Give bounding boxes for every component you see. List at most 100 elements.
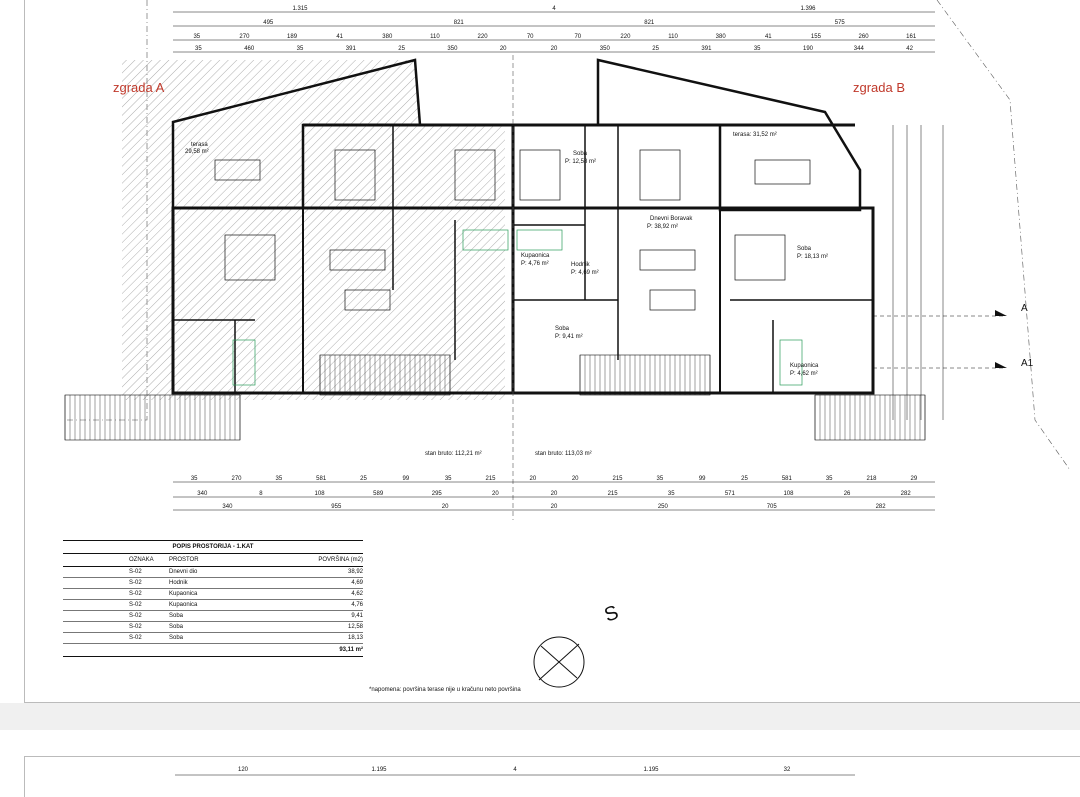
cell-oznaka: S-02 bbox=[129, 635, 142, 641]
top-dim3-10: 110 bbox=[668, 34, 678, 40]
top-dim3-12: 41 bbox=[765, 34, 772, 40]
bot-dim3-5: 705 bbox=[767, 504, 778, 510]
room-kup1-area: P: 4,76 m² bbox=[521, 261, 549, 267]
bot-dim1-1: 270 bbox=[231, 476, 242, 482]
top-dim4-4: 25 bbox=[398, 46, 405, 52]
bot-dim2-0: 340 bbox=[197, 491, 208, 497]
bot-dim1-12: 99 bbox=[699, 476, 706, 482]
north-compass bbox=[533, 636, 585, 688]
top-dim3-14: 260 bbox=[859, 34, 870, 40]
top-dim4-0: 35 bbox=[195, 46, 202, 52]
room-hodnik-area: P: 4,69 m² bbox=[571, 270, 599, 276]
room-soba2-area: P: 18,13 m² bbox=[797, 254, 828, 260]
top-dim4-5: 350 bbox=[447, 46, 458, 52]
bot-dim2-6: 20 bbox=[551, 491, 558, 497]
floor-plan: zgrada A zgrada B terasa 29,58 m² terasa… bbox=[64, 0, 1071, 688]
top-dim2-0: 495 bbox=[263, 20, 274, 26]
room-soba2: Soba bbox=[797, 246, 812, 252]
bot-dim1-14: 581 bbox=[782, 476, 793, 482]
table-total-value: 93,11 m² bbox=[339, 647, 363, 653]
cell-prostor: Soba bbox=[169, 624, 184, 630]
table-row: S-02 Dnevni dio 38,92 bbox=[63, 567, 363, 578]
bot-dim3-1: 955 bbox=[331, 504, 342, 510]
room-soba1: Soba bbox=[573, 151, 588, 157]
table-header: OZNAKA PROSTOR POVRŠINA (m2) bbox=[63, 554, 363, 567]
top-dim3-1: 270 bbox=[239, 34, 250, 40]
cell-prostor: Dnevni dio bbox=[169, 569, 198, 575]
bot-dim1-13: 25 bbox=[741, 476, 748, 482]
top-dim3-11: 380 bbox=[716, 34, 727, 40]
bot-dim2-1: 8 bbox=[259, 491, 263, 497]
top-dim1-0: 1.315 bbox=[292, 6, 308, 12]
cell-povrsina: 4,76 bbox=[351, 602, 363, 608]
furniture bbox=[214, 149, 811, 386]
top-dim4-14: 42 bbox=[906, 46, 913, 52]
bot-dim2-12: 282 bbox=[901, 491, 912, 497]
room-kup2: Kupaonica bbox=[790, 363, 819, 369]
building-a-label: zgrada A bbox=[113, 80, 165, 95]
building-b-label: zgrada B bbox=[853, 80, 905, 95]
top-dim4-13: 344 bbox=[854, 46, 865, 52]
table-title: POPIS PROSTORIJA - 1.KAT bbox=[63, 540, 363, 554]
cell-prostor: Kupaonica bbox=[169, 602, 198, 608]
bot-dim2-3: 589 bbox=[373, 491, 384, 497]
top-dim3-0: 35 bbox=[193, 34, 200, 40]
sheet2-dim-4: 32 bbox=[784, 767, 791, 773]
bot-dim2-10: 108 bbox=[783, 491, 794, 497]
room-terasa-a-area: 29,58 m² bbox=[185, 149, 209, 155]
top-dim4-1: 460 bbox=[244, 46, 255, 52]
room-soba3: Soba bbox=[555, 326, 570, 332]
building-a-hatch bbox=[122, 60, 505, 400]
top-dim4-3: 391 bbox=[346, 46, 357, 52]
bot-dim3-2: 20 bbox=[442, 504, 449, 510]
axis-label-a1: A1 bbox=[1021, 358, 1034, 369]
table-total: 93,11 m² bbox=[63, 644, 363, 657]
bot-dim2-7: 215 bbox=[608, 491, 619, 497]
bot-dim2-2: 108 bbox=[315, 491, 326, 497]
top-dim1-2: 1.396 bbox=[800, 6, 816, 12]
bot-dim1-4: 25 bbox=[360, 476, 367, 482]
axis-marker-a bbox=[995, 310, 1007, 316]
drawing-sheet: zgrada A zgrada B terasa 29,58 m² terasa… bbox=[24, 0, 1080, 703]
room-soba1-area: P: 12,58 m² bbox=[565, 159, 596, 165]
header-oznaka: OZNAKA bbox=[129, 557, 154, 563]
top-dim3-6: 220 bbox=[478, 34, 489, 40]
cell-prostor: Kupaonica bbox=[169, 591, 198, 597]
top-dim1-1: 4 bbox=[552, 6, 556, 12]
top-dim3-2: 189 bbox=[287, 34, 298, 40]
dimension-lines bbox=[173, 11, 1005, 511]
bot-dim2-11: 26 bbox=[844, 491, 851, 497]
bot-dim3-0: 340 bbox=[222, 504, 233, 510]
top-dim4-11: 35 bbox=[754, 46, 761, 52]
sheet2-dim-1: 1.195 bbox=[371, 767, 387, 773]
cell-oznaka: S-02 bbox=[129, 569, 142, 575]
footnote: *napomena: površina terase nije u kračun… bbox=[369, 687, 521, 693]
bot-dim1-16: 218 bbox=[866, 476, 877, 482]
cell-povrsina: 18,13 bbox=[347, 635, 363, 641]
top-dim3-8: 70 bbox=[574, 34, 581, 40]
room-terasa-b: terasa: 31,52 m² bbox=[733, 132, 777, 138]
cell-povrsina: 4,62 bbox=[351, 591, 363, 597]
top-dim4-9: 25 bbox=[652, 46, 659, 52]
bot-dim3-6: 282 bbox=[876, 504, 887, 510]
bot-dim1-15: 35 bbox=[826, 476, 833, 482]
axis-label-a: A bbox=[1021, 303, 1028, 314]
cell-povrsina: 38,92 bbox=[347, 569, 363, 575]
stan-bruto-a: stan bruto: 112,21 m² bbox=[425, 451, 482, 457]
room-dnevni: Dnevni Boravak bbox=[650, 216, 693, 222]
room-kup1: Kupaonica bbox=[521, 253, 550, 259]
bot-dim2-8: 35 bbox=[668, 491, 675, 497]
top-dim4-10: 391 bbox=[701, 46, 712, 52]
top-dim3-7: 70 bbox=[527, 34, 534, 40]
bot-dim1-5: 99 bbox=[402, 476, 409, 482]
bot-dim1-6: 35 bbox=[445, 476, 452, 482]
cell-prostor: Hodnik bbox=[169, 580, 188, 586]
terrace-b bbox=[596, 58, 862, 212]
sheet2-dim-2: 4 bbox=[513, 767, 517, 773]
